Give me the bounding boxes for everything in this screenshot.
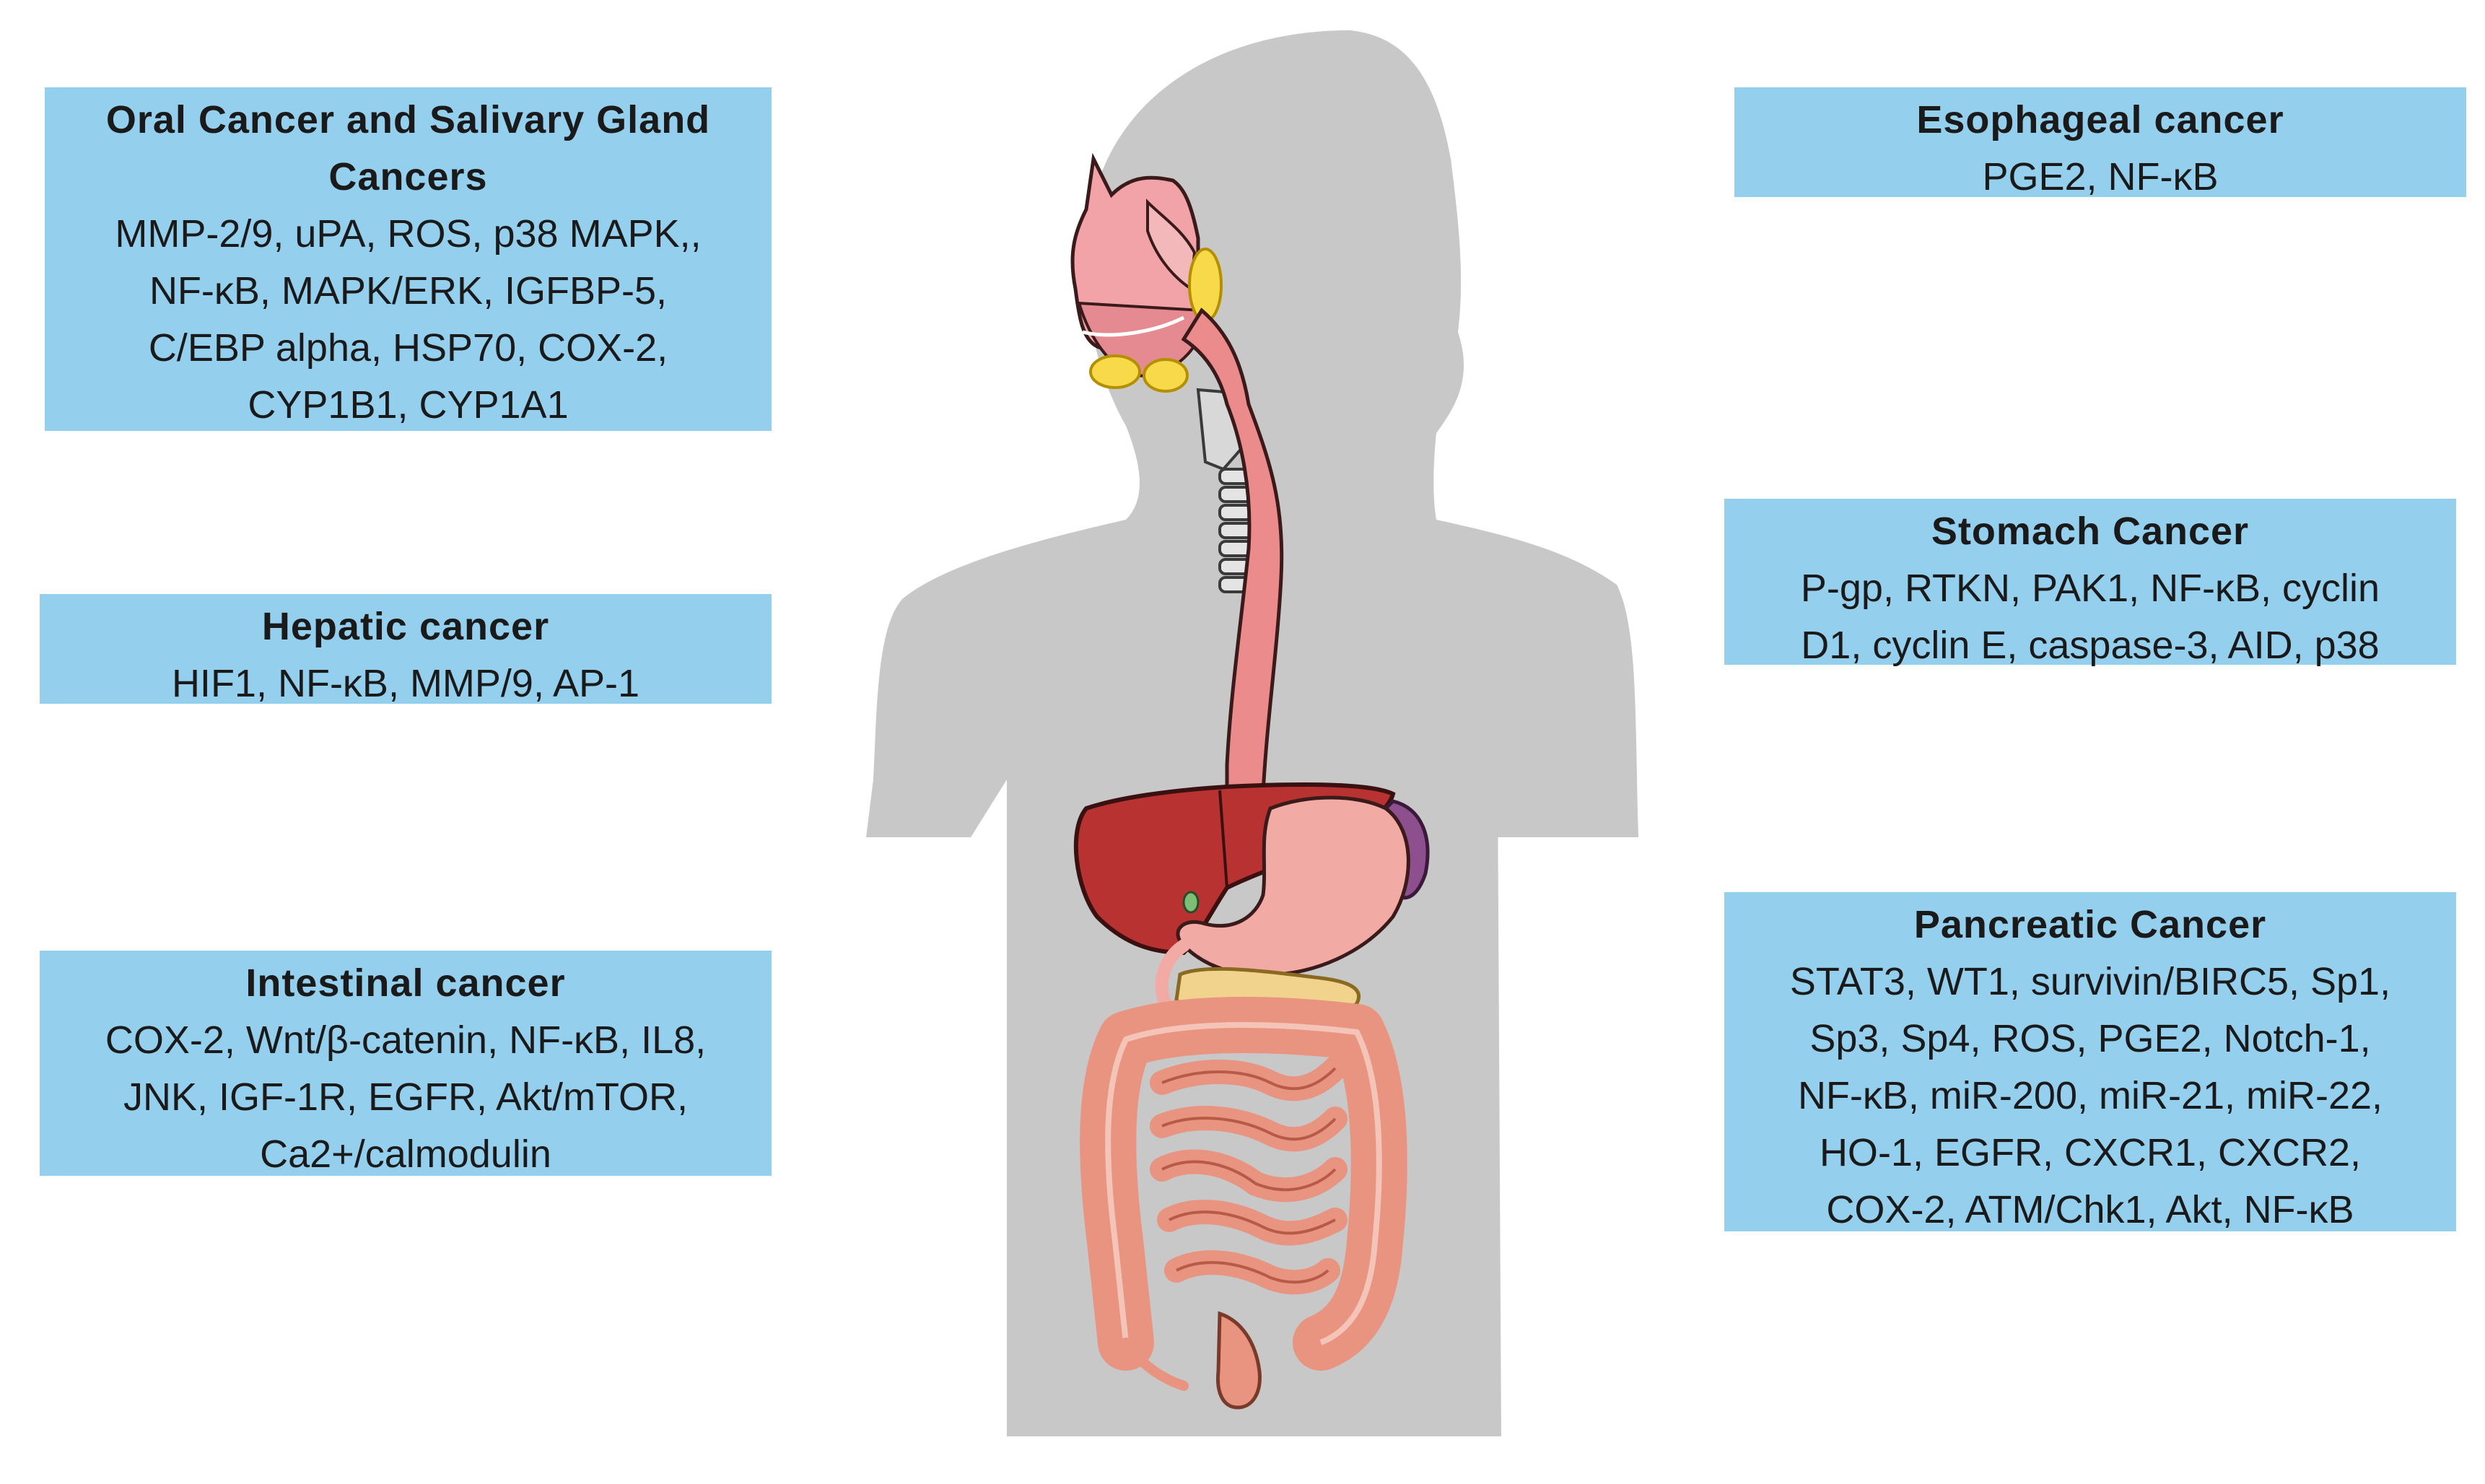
pancreatic-cancer-markers: STAT3, WT1, survivin/BIRC5, Sp1, Sp3, Sp…	[1789, 960, 2391, 1231]
gallbladder-icon	[1182, 891, 1200, 914]
head-cross-section	[1070, 152, 1204, 377]
stomach-cancer-box: Stomach Cancer P-gp, RTKN, PAK1, NF-κB, …	[1724, 499, 2456, 667]
esophageal-cancer-box: Esophageal cancer PGE2, NF-κB	[1734, 87, 2466, 198]
hepatic-cancer-markers: HIF1, NF-κB, MMP/9, AP-1	[171, 662, 640, 705]
oral-cancer-box: Oral Cancer and Salivary Gland Cancers M…	[45, 87, 772, 431]
esophageal-cancer-title: Esophageal cancer	[1916, 98, 2284, 141]
pancreatic-cancer-box: Pancreatic Cancer STAT3, WT1, survivin/B…	[1724, 892, 2456, 1231]
stomach-cancer-title: Stomach Cancer	[1931, 510, 2250, 553]
intestinal-cancer-markers: COX-2, Wnt/β-catenin, NF-κB, IL8, JNK, I…	[105, 1018, 707, 1176]
stomach-cancer-markers: P-gp, RTKN, PAK1, NF-κB, cyclin D1, cycl…	[1800, 567, 2380, 667]
intestinal-cancer-box: Intestinal cancer COX-2, Wnt/β-catenin, …	[40, 951, 772, 1176]
intestinal-cancer-title: Intestinal cancer	[245, 961, 566, 1005]
pancreatic-cancer-title: Pancreatic Cancer	[1913, 903, 2267, 946]
hepatic-cancer-title: Hepatic cancer	[261, 605, 550, 648]
appendix-icon	[1121, 1337, 1189, 1391]
rectum-icon	[1215, 1311, 1262, 1410]
oral-cancer-markers: MMP-2/9, uPA, ROS, p38 MAPK,, NF-κB, MAP…	[115, 212, 702, 427]
esophageal-cancer-markers: PGE2, NF-κB	[1982, 155, 2219, 198]
oral-cancer-title: Oral Cancer and Salivary Gland Cancers	[105, 98, 711, 198]
hepatic-cancer-box: Hepatic cancer HIF1, NF-κB, MMP/9, AP-1	[40, 594, 772, 705]
